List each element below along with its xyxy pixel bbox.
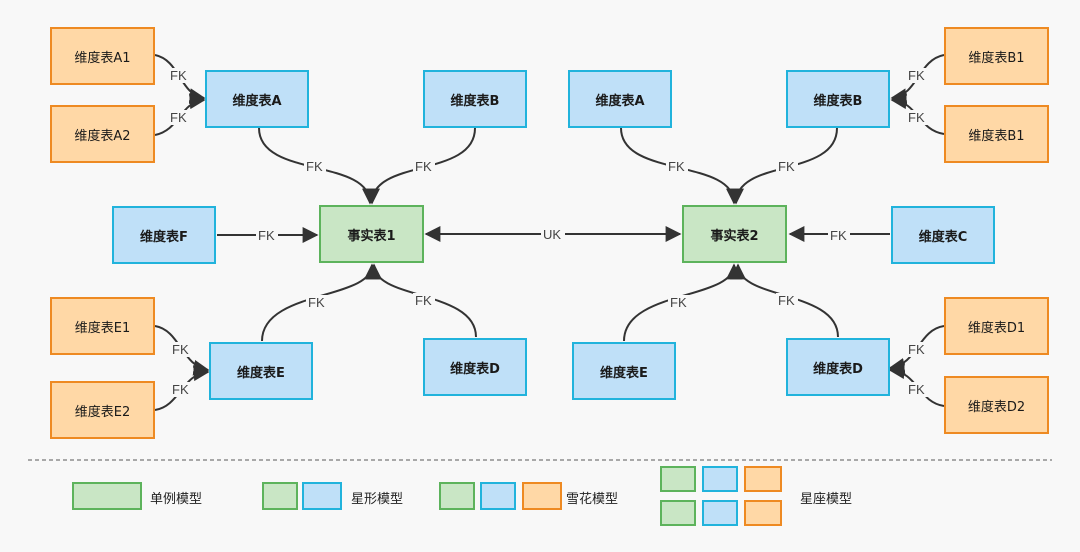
label-uk: UK xyxy=(543,227,561,242)
legend-single-label: 单例模型 xyxy=(150,492,203,507)
node-fact-1[interactable]: 事实表1 xyxy=(319,205,424,263)
node-left-a[interactable]: 维度表A xyxy=(205,70,309,128)
label-fk-e-fact1: FK xyxy=(308,295,325,310)
legend-snowflake-swatch-dim xyxy=(480,482,516,510)
node-right-a[interactable]: 维度表A xyxy=(568,70,672,128)
legend-star-label: 星形模型 xyxy=(351,492,404,507)
legend-constellation-label: 星座模型 xyxy=(800,492,853,507)
legend-constellation-fact-bottom xyxy=(660,500,696,526)
legend-constellation-fact-top xyxy=(660,466,696,492)
node-right-e[interactable]: 维度表E xyxy=(572,342,676,400)
legend-constellation-sub-top xyxy=(744,466,782,492)
legend-snowflake-label: 雪花模型 xyxy=(566,492,619,507)
label-fk-d1: FK xyxy=(908,342,925,357)
node-right-b1-top[interactable]: 维度表B1 xyxy=(944,27,1049,85)
node-fact-2[interactable]: 事实表2 xyxy=(682,205,787,263)
legend-snowflake-swatch-sub xyxy=(522,482,562,510)
node-right-d2[interactable]: 维度表D2 xyxy=(944,376,1049,434)
label-fk-f-fact1: FK xyxy=(258,228,275,243)
label-fk-re-fact2: FK xyxy=(670,295,687,310)
label-fk-b1a: FK xyxy=(908,68,925,83)
label-fk-rd-fact2: FK xyxy=(778,293,795,308)
label-fk-a-fact1: FK xyxy=(306,159,323,174)
node-left-b[interactable]: 维度表B xyxy=(423,70,527,128)
node-left-a2[interactable]: 维度表A2 xyxy=(50,105,155,163)
legend-single-swatch xyxy=(72,482,142,510)
label-fk-b-fact1: FK xyxy=(415,159,432,174)
label-fk-ra-fact2: FK xyxy=(668,159,685,174)
label-fk-e1: FK xyxy=(172,342,189,357)
label-fk-a2: FK xyxy=(170,110,187,125)
node-right-b[interactable]: 维度表B xyxy=(786,70,890,128)
legend-constellation-dim-top xyxy=(702,466,738,492)
node-left-a1[interactable]: 维度表A1 xyxy=(50,27,155,85)
label-fk-c-fact2: FK xyxy=(830,228,847,243)
node-right-d1[interactable]: 维度表D1 xyxy=(944,297,1049,355)
legend-constellation-sub-bottom xyxy=(744,500,782,526)
node-left-e2[interactable]: 维度表E2 xyxy=(50,381,155,439)
label-fk-e2: FK xyxy=(172,382,189,397)
node-left-f[interactable]: 维度表F xyxy=(112,206,216,264)
label-fk-d-fact1: FK xyxy=(415,293,432,308)
node-left-e[interactable]: 维度表E xyxy=(209,342,313,400)
label-fk-d2: FK xyxy=(908,382,925,397)
node-left-e1[interactable]: 维度表E1 xyxy=(50,297,155,355)
label-fk-b1b: FK xyxy=(908,110,925,125)
label-fk-a1: FK xyxy=(170,68,187,83)
legend-star-swatch-dim xyxy=(302,482,342,510)
legend-constellation-dim-bottom xyxy=(702,500,738,526)
label-fk-rb-fact2: FK xyxy=(778,159,795,174)
legend-star-swatch-fact xyxy=(262,482,298,510)
node-right-d[interactable]: 维度表D xyxy=(786,338,890,396)
node-right-c[interactable]: 维度表C xyxy=(891,206,995,264)
node-right-b1-bottom[interactable]: 维度表B1 xyxy=(944,105,1049,163)
node-left-d[interactable]: 维度表D xyxy=(423,338,527,396)
legend-snowflake-swatch-fact xyxy=(439,482,475,510)
